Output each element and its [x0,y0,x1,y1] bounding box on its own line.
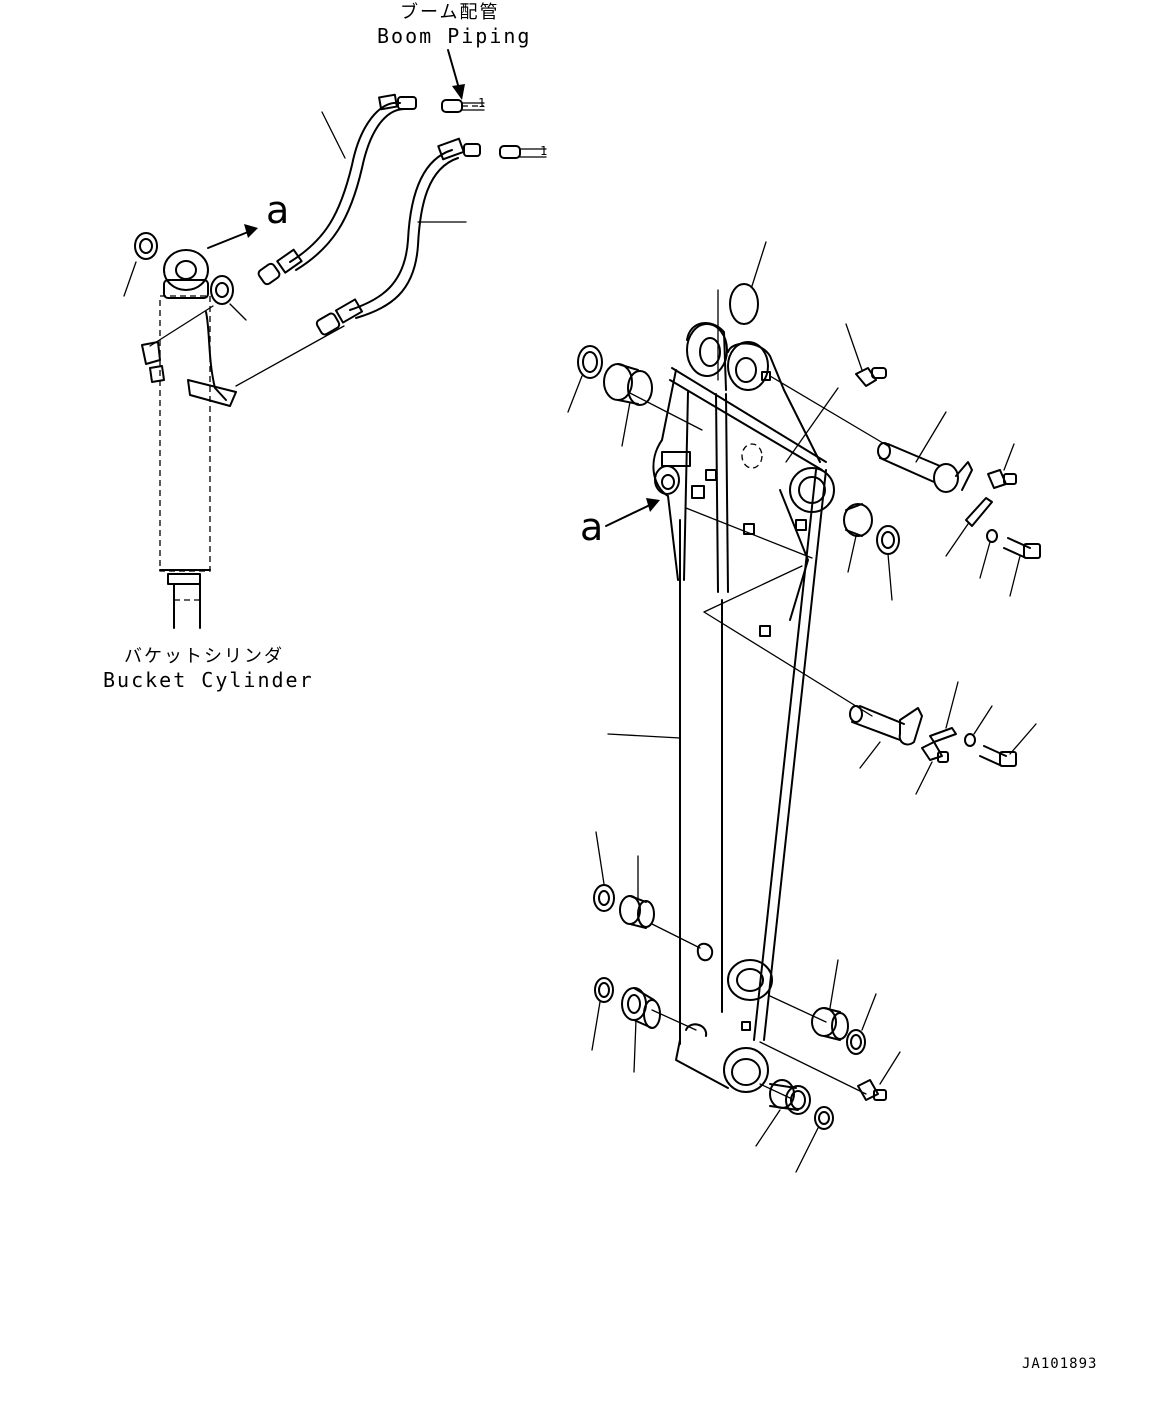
bushing-right-upper [843,503,873,573]
boom-piping-label-en: Boom Piping [377,24,532,48]
bushing-right-low [811,959,849,1041]
bushing-bottom [755,1079,811,1147]
connector-ref-1: 1 [478,96,488,110]
boom-piping-label-jp: ブーム配管 [400,2,500,23]
grease-fitting-lower [915,741,949,795]
grease-fitting-right [987,443,1017,489]
seal-ring-right-upper [876,525,900,601]
arm-body [627,289,889,1099]
bucket-cylinder [141,249,345,629]
drawing-id: JA101893 [1022,1356,1098,1372]
washer-right [979,529,998,579]
arm-leader-line [607,733,681,739]
grease-fitting-bottom [857,1051,901,1101]
boom-piping-arrow-icon [447,49,465,100]
lock-plate [945,497,993,557]
lower-hose [315,137,481,336]
seal-ring-bottom [795,1106,834,1173]
boom-connector-2 [499,145,547,159]
bushing-left-low [621,987,661,1073]
bucket-cylinder-label-jp: バケットシリンダ [124,646,284,667]
pin-lower [849,705,923,769]
ref-a-arm-label: a [580,505,604,549]
boom-connector-1 [441,99,485,113]
bolt-right-upper [1003,537,1041,597]
bucket-cylinder-label-en: Bucket Cylinder [103,668,314,692]
bushing-left-top [603,363,653,447]
connector-ref-2: 1 [540,144,550,158]
seal-ring-left-mid [593,831,615,912]
ring-icon [123,232,158,297]
ref-a-cylinder-arrow-icon [207,224,258,249]
washer-lower [964,705,993,747]
pin-upper [877,411,973,493]
seal-ring-left-low [591,977,614,1051]
top-shim-ring-icon [729,241,767,325]
bushing-left-mid [619,855,655,929]
ref-a-cylinder-label: a [266,188,290,232]
seal-ring-right-low [846,993,877,1055]
ring-icon-2 [210,275,247,321]
lock-plate-lower [929,681,959,743]
upper-hose [257,93,417,286]
ref-a-arm-arrow-icon [605,498,660,527]
seal-ring-left-top [567,345,603,413]
bolt-right-lower [979,723,1037,767]
grease-fitting-top [845,323,887,387]
